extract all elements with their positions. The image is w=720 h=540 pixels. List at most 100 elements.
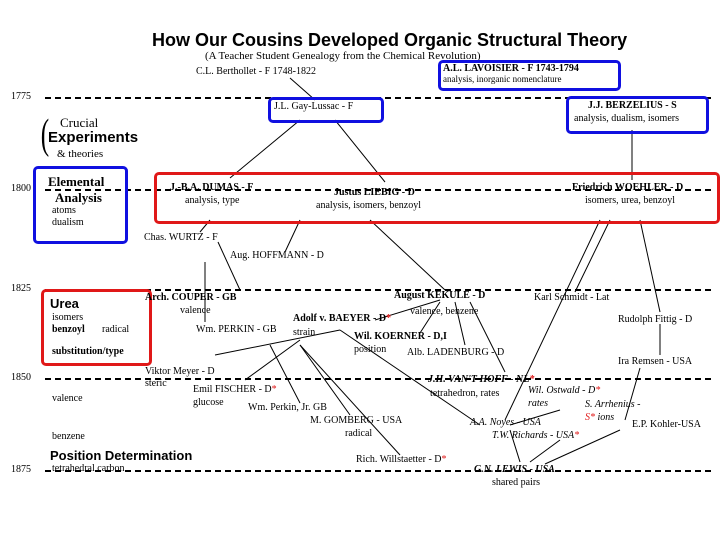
link-liebig-hoffmann (284, 219, 301, 253)
vant-hoff-note: tetrahedron, rates (430, 388, 500, 399)
lavoisier-note: analysis, inorganic nomenclature (443, 74, 562, 84)
kohler-node: E.P. Kohler-USA (632, 419, 701, 430)
fischer-name: Emil FISCHER - D (193, 384, 272, 395)
experiments-label: Experiments (48, 129, 139, 146)
wurtz-node: Chas. WURTZ - F (144, 232, 218, 243)
arrhenius-node: S. Arrhenius - (585, 399, 641, 410)
link-fittig-noyes (504, 219, 601, 421)
dumas-liebig-woehler-box (154, 172, 720, 224)
willstaetter-node: Rich. Willstaetter - D* (356, 455, 447, 465)
gay-lussac-box (268, 97, 384, 123)
richards-name: T.W. Richards - USA (492, 430, 575, 441)
willstaetter-name: Rich. Willstaetter - D (356, 454, 442, 465)
link-baeyer-noyes (339, 329, 481, 426)
berzelius-box (566, 96, 709, 134)
year-1875: 1875 (11, 464, 31, 475)
koerner-node: Wil. KOERNER - D,I (354, 331, 447, 342)
ostwald-name: Wil. Ostwald - D (528, 385, 596, 396)
diagram-subtitle: (A Teacher Student Genealogy from the Ch… (205, 50, 481, 62)
link-baeyer-willstaetter (299, 344, 401, 456)
link-richards-lewis (529, 439, 561, 463)
radical-label: radical (102, 324, 130, 335)
link-kekule-vanthoff (469, 301, 506, 373)
remsen-node: Ira Remsen - USA (618, 356, 693, 367)
and-theories-label: & theories (57, 148, 104, 160)
lavoisier-box (438, 60, 621, 91)
noyes-node: A.A. Noyes - USA (470, 417, 541, 428)
benzoyl-label: benzoyl (52, 324, 85, 335)
meyer-node: Viktor Meyer - D (145, 366, 215, 377)
vant-hoff-name: J.H. VAN'T HOFF - NL (428, 374, 530, 385)
meyer-note: steric (145, 378, 167, 389)
year-1825: 1825 (11, 283, 31, 294)
lavoisier-node: A.L. LAVOISIER - F 1743-1794 (443, 63, 579, 74)
link-noyes-lewis (509, 429, 521, 463)
link-wurtz-couper (217, 241, 241, 291)
arrhenius-ions: ions (597, 412, 615, 423)
elemental-analysis-box (33, 166, 128, 244)
dumas-node: J.-B.A. DUMAS - F (170, 182, 254, 193)
link-kekule-baeyer (374, 299, 441, 321)
urea-box (41, 289, 152, 366)
gay-lussac-node: J.L. Gay-Lussac - F (274, 101, 354, 112)
gomberg-note: radical (345, 428, 373, 439)
liebig-node: Justus LIEBIG - D (334, 187, 415, 198)
diagram-title: How Our Cousins Developed Organic Struct… (152, 30, 628, 50)
link-baeyer-gomberg (299, 344, 351, 416)
link-gaylussac-liebig (334, 119, 386, 183)
ostwald-note: rates (528, 398, 548, 409)
year-1850: 1850 (11, 372, 31, 383)
isomers-label: isomers (52, 312, 84, 323)
baeyer-name: Adolf v. BAEYER - D (293, 313, 387, 324)
link-woehler-fittig (639, 219, 661, 313)
benzene-label: benzene (52, 431, 85, 442)
link-kohler-lewis (544, 429, 621, 465)
fittig-node: Rudolph Fittig - D (618, 314, 693, 325)
substitution-type-label: substitution/type (52, 346, 124, 357)
urea-label: Urea (50, 296, 79, 311)
arrhenius-star: * (590, 412, 595, 423)
woehler-node: Friedrich WOEHLER - D (572, 182, 684, 193)
ladenburg-node: Alb. LADENBURG - D (407, 347, 505, 358)
hoffmann-node: Aug. HOFFMANN - D (230, 250, 324, 261)
lewis-note: shared pairs (492, 477, 541, 488)
vant-hoff-node: J.H. VAN'T HOFF - NL* (428, 375, 534, 385)
gomberg-node: M. GOMBERG - USA (310, 415, 403, 426)
perkin-jr-node: Wm. Perkin, Jr. GB (248, 402, 327, 413)
crucial-label: Crucial (60, 115, 99, 130)
link-baeyer-fischer (244, 339, 301, 381)
link-woehler-schmidt (574, 219, 611, 293)
kekule-node: August KEKULÉ - D (394, 290, 486, 301)
valence-label: valence (52, 393, 83, 404)
year-1775: 1775 (11, 91, 31, 102)
fischer-note: glucose (193, 397, 224, 408)
link-baeyer-meyer (214, 329, 341, 356)
liebig-note: analysis, isomers, benzoyl (316, 200, 421, 211)
link-gaylussac-dumas (229, 119, 301, 179)
koerner-note: position (354, 344, 387, 355)
woehler-note: isomers, urea, benzoyl (585, 195, 675, 206)
arrhenius-note: S* ions (585, 413, 614, 423)
couper-note: valence (180, 305, 211, 316)
vant-hoff-star: * (529, 374, 535, 385)
fischer-node: Emil FISCHER - D* (193, 385, 277, 395)
dumas-note: analysis, type (185, 195, 240, 206)
berzelius-node: J.J. BERZELIUS - S (588, 100, 677, 111)
couper-node: Arch. COUPER - GB (145, 292, 237, 303)
link-kekule-koerner (419, 301, 441, 334)
willstaetter-star: * (441, 454, 447, 465)
link-remsen-kohler (624, 367, 641, 421)
baeyer-node: Adolf v. BAEYER - D* (293, 314, 391, 324)
arrhenius-s: S (585, 412, 590, 423)
dualism-label: dualism (52, 217, 84, 228)
link-kekule-ladenburg (454, 301, 466, 346)
baeyer-star: * (386, 313, 392, 324)
richards-node: T.W. Richards - USA* (492, 431, 579, 441)
tetrahedral-carbon-label: tetrahedral carbon (52, 463, 125, 474)
year-1800: 1800 (11, 183, 31, 194)
lewis-node: G.N. LEWIS - USA (474, 464, 555, 475)
ostwald-star: * (595, 385, 601, 396)
position-determination-label: Position Determination (50, 448, 193, 463)
link-baeyer-perkinjr (269, 344, 301, 404)
